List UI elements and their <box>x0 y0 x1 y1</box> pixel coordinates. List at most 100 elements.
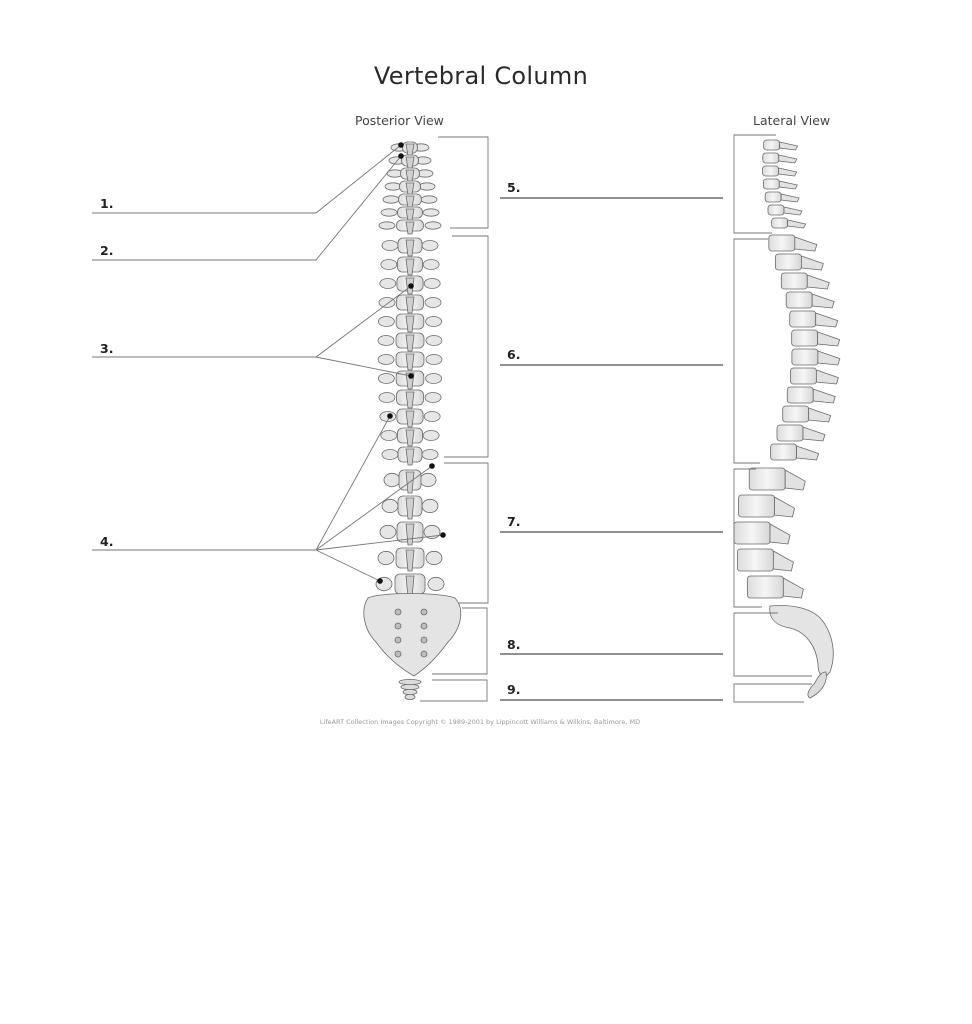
lateral-vertebra <box>786 386 836 404</box>
leader-dot <box>408 373 414 379</box>
leader-lines-left <box>92 144 444 582</box>
lateral-spine-illustration <box>733 139 841 699</box>
coccyx-segment <box>402 689 418 696</box>
lateral-vertebra <box>763 139 799 151</box>
vertebra <box>381 495 439 520</box>
lateral-vertebra <box>791 329 841 347</box>
lateral-vertebra <box>762 165 798 177</box>
lateral-vertebra <box>736 548 794 572</box>
vertebra <box>384 180 436 196</box>
page-title: Vertebral Column <box>373 62 589 90</box>
coccyx-segment <box>400 684 420 691</box>
vertebra <box>388 154 432 170</box>
bracket-cervical-posterior <box>438 136 489 229</box>
vertebra <box>380 256 440 276</box>
leader-1 <box>92 144 402 214</box>
vertebra <box>381 237 439 257</box>
label-2: 2. <box>100 243 114 258</box>
lateral-vertebra <box>776 424 826 442</box>
lateral-vertebra <box>762 152 798 164</box>
brackets-lateral <box>733 134 812 703</box>
leader-dot <box>387 413 393 419</box>
bracket-sacrum-posterior <box>432 607 488 675</box>
bracket-coccyx-posterior <box>420 679 488 702</box>
vertebra <box>377 313 443 333</box>
leader-dot <box>398 153 404 159</box>
lateral-view-label: Lateral View <box>753 113 831 128</box>
leader-4d <box>315 549 381 582</box>
vertebra <box>383 469 437 494</box>
sacral-foramen <box>420 622 428 630</box>
vertebra <box>378 294 442 314</box>
vertebra <box>380 427 440 447</box>
lateral-vertebra <box>780 272 830 290</box>
lateral-vertebra <box>791 348 841 366</box>
leader-dot <box>377 578 383 584</box>
vertebra <box>386 167 434 183</box>
leader-3b <box>315 356 412 377</box>
bracket-lumbar-posterior <box>444 462 489 604</box>
vertebra <box>378 219 442 235</box>
lateral-vertebra <box>767 204 803 216</box>
sacral-foramen <box>420 636 428 644</box>
lateral-vertebra <box>785 291 835 309</box>
label-5: 5. <box>507 180 521 195</box>
sacral-foramen <box>420 608 428 616</box>
leader-dot <box>398 142 404 148</box>
answer-lines <box>500 197 723 701</box>
coccyx-segment <box>398 679 422 686</box>
lateral-sacrum <box>769 605 834 677</box>
lateral-vertebra <box>789 367 839 385</box>
leader-dot <box>440 532 446 538</box>
bracket-lumbar-lateral <box>733 468 762 608</box>
bracket-coccyx-lateral <box>733 683 812 703</box>
lateral-vertebra <box>789 310 839 328</box>
leader-4a <box>92 415 391 551</box>
lateral-vertebra <box>733 521 791 545</box>
sacral-foramen <box>394 608 402 616</box>
sacral-foramen <box>394 650 402 658</box>
lateral-vertebra <box>771 217 807 229</box>
lateral-coccyx <box>807 671 827 699</box>
vertebra <box>379 521 441 546</box>
leader-4b <box>315 465 433 551</box>
bracket-sacrum-lateral <box>733 612 812 677</box>
lateral-vertebra <box>746 575 804 599</box>
lateral-vertebra <box>774 253 824 271</box>
leader-dot <box>429 463 435 469</box>
bracket-thoracic-posterior <box>444 235 489 458</box>
sacral-foramen <box>394 636 402 644</box>
lateral-vertebra <box>748 467 806 491</box>
copyright-notice: LifeART Collection Images Copyright © 19… <box>319 718 641 726</box>
bracket-thoracic-lateral <box>733 238 768 464</box>
lateral-vertebra <box>770 443 820 461</box>
leader-3a <box>92 285 412 358</box>
vertebra <box>381 446 439 466</box>
leader-4c <box>315 534 444 551</box>
vertebra <box>377 547 443 572</box>
vertebra <box>380 206 440 222</box>
label-8: 8. <box>507 637 521 652</box>
label-7: 7. <box>507 514 521 529</box>
vertebra <box>377 332 443 352</box>
posterior-view-label: Posterior View <box>355 113 444 128</box>
sacral-foramen <box>394 622 402 630</box>
vertebra <box>378 389 442 409</box>
lateral-vertebra <box>768 234 818 252</box>
label-1: 1. <box>100 196 114 211</box>
lateral-vertebra <box>764 191 800 203</box>
posterior-spine-illustration <box>363 141 462 701</box>
brackets-posterior <box>420 136 489 702</box>
label-6: 6. <box>507 347 521 362</box>
lateral-vertebra <box>762 178 798 190</box>
sacrum <box>363 593 462 677</box>
vertebra <box>382 193 438 209</box>
label-4: 4. <box>100 534 114 549</box>
leader-dots <box>377 142 446 584</box>
label-9: 9. <box>507 682 521 697</box>
leader-2 <box>92 155 402 261</box>
label-3: 3. <box>100 341 114 356</box>
bracket-cervical-lateral <box>733 134 776 234</box>
